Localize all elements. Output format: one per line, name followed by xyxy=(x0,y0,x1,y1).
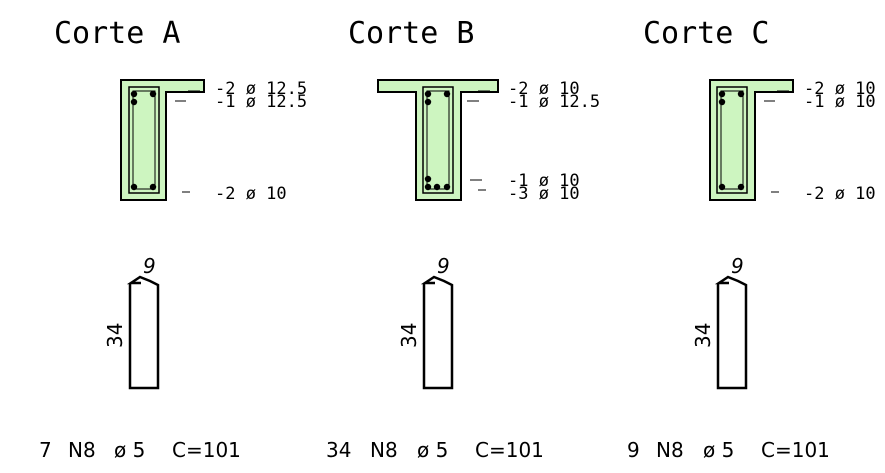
section-c-stirrup-inner xyxy=(720,90,744,190)
section-b-rebar-label: -1 ø 12.5 xyxy=(508,92,600,112)
section-c-concrete xyxy=(709,79,794,201)
section-b-stirrup-width: 9 xyxy=(437,254,450,278)
section-a-title: Corte A xyxy=(54,16,180,51)
section-a-qty: 7 xyxy=(39,438,52,462)
section-a-concrete xyxy=(120,79,205,201)
section-c-bar xyxy=(718,90,726,98)
section-c-stirrup-shape: 9 34 xyxy=(691,254,748,390)
section-b-stirrup-height: 34 xyxy=(397,323,421,348)
section-c-stirrup-outer xyxy=(716,86,748,194)
section-a: Corte A -2 ø 12.5 -1 ø 12.5 -2 ø 10 9 34… xyxy=(39,16,307,462)
section-a-bar xyxy=(149,90,157,98)
section-b-rebar-label: -1 ø 10 xyxy=(508,171,580,191)
section-c-diameter: ø 5 xyxy=(703,438,734,462)
section-c-bar xyxy=(718,98,726,106)
section-a-length: C=101 xyxy=(172,438,241,462)
section-b-rebar-label: -2 ø 10 xyxy=(508,79,580,99)
section-a-bar xyxy=(130,98,138,106)
section-b-stirrup-outline xyxy=(420,275,454,390)
section-c-cross-section: -2 ø 10 -1 ø 10 -2 ø 10 xyxy=(709,79,876,204)
section-b-concrete xyxy=(377,79,499,201)
section-a-stirrup-outer xyxy=(128,86,160,194)
section-a-stirrup-height: 34 xyxy=(103,323,127,348)
section-c-schedule: 9 N8 ø 5 C=101 xyxy=(627,438,830,462)
section-a-bar xyxy=(149,183,157,191)
section-c-stirrup-width: 9 xyxy=(731,254,744,278)
section-b-stirrup-outer xyxy=(422,86,454,194)
section-b-bar xyxy=(424,90,432,98)
section-b-bar xyxy=(443,183,451,191)
section-c-stirrup-height: 34 xyxy=(691,323,715,348)
section-b: Corte B -2 ø 10 -1 ø 12.5 -1 ø 10 -3 ø 1… xyxy=(326,16,600,462)
section-b-stirrup-shape: 9 34 xyxy=(397,254,454,390)
section-a-stirrup-shape: 9 34 xyxy=(103,254,160,390)
section-a-stirrup-width: 9 xyxy=(143,254,156,278)
section-a-mark: N8 xyxy=(68,438,96,462)
section-a-rebar-label: -2 ø 12.5 xyxy=(215,79,307,99)
section-a-cross-section: -2 ø 12.5 -1 ø 12.5 -2 ø 10 xyxy=(120,79,307,204)
section-b-length: C=101 xyxy=(475,438,544,462)
section-a-diameter: ø 5 xyxy=(114,438,145,462)
section-c-length: C=101 xyxy=(761,438,830,462)
section-b-mark: N8 xyxy=(370,438,398,462)
section-b-bar xyxy=(433,183,441,191)
section-b-bar xyxy=(424,183,432,191)
section-c-rebar-label: -2 ø 10 xyxy=(804,184,876,204)
section-c-bar xyxy=(718,183,726,191)
section-b-title: Corte B xyxy=(348,16,474,51)
section-a-rebar-label: -2 ø 10 xyxy=(215,184,287,204)
section-c-qty: 9 xyxy=(627,438,640,462)
section-a-bar xyxy=(130,183,138,191)
section-b-cross-section: -2 ø 10 -1 ø 12.5 -1 ø 10 -3 ø 10 xyxy=(377,79,600,204)
section-b-bar xyxy=(443,90,451,98)
section-c-mark: N8 xyxy=(656,438,684,462)
section-b-diameter: ø 5 xyxy=(417,438,448,462)
section-a-stirrup-inner xyxy=(132,90,156,190)
section-c-stirrup-outline xyxy=(714,275,748,390)
section-c-rebar-label: -1 ø 10 xyxy=(804,92,876,112)
section-c-bar xyxy=(737,183,745,191)
section-b-qty: 34 xyxy=(326,438,351,462)
section-a-bar xyxy=(130,90,138,98)
section-b-bar xyxy=(424,175,432,183)
section-b-rebar-label: -3 ø 10 xyxy=(508,184,580,204)
section-b-schedule: 34 N8 ø 5 C=101 xyxy=(326,438,544,462)
section-a-rebar-label: -1 ø 12.5 xyxy=(215,92,307,112)
section-b-bar xyxy=(424,98,432,106)
section-a-schedule: 7 N8 ø 5 C=101 xyxy=(39,438,241,462)
section-c: Corte C -2 ø 10 -1 ø 10 -2 ø 10 9 34 9 N… xyxy=(627,16,876,462)
section-c-bar xyxy=(737,90,745,98)
section-a-stirrup-outline xyxy=(126,275,160,390)
section-c-title: Corte C xyxy=(643,16,769,51)
section-c-rebar-label: -2 ø 10 xyxy=(804,79,876,99)
